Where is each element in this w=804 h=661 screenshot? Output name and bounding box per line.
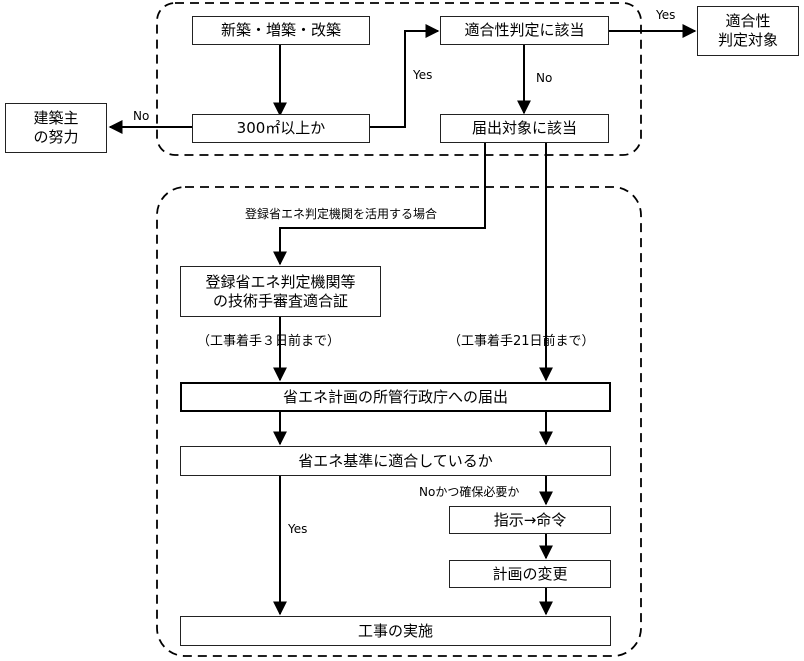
label-yes-standard: Yes	[288, 522, 308, 536]
plan-change-box: 計画の変更	[449, 560, 611, 588]
conformity-target-box: 適合性 判定対象	[697, 6, 799, 56]
conformity-applicable-box: 適合性判定に該当	[440, 16, 609, 45]
certificate-box: 登録省エネ判定機関等 の技術手審査適合証	[180, 266, 381, 317]
instruction-box: 指示→命令	[449, 506, 611, 534]
label-no-conformity: No	[536, 71, 553, 85]
construction-box: 工事の実施	[180, 616, 611, 646]
label-yes-conformity: Yes	[656, 8, 676, 22]
label-no-and-needed: Noかつ確保必要か	[419, 485, 520, 499]
arrow-to-certificate	[273, 143, 486, 266]
label-use-agency: 登録省エネ判定機関を活用する場合	[245, 207, 438, 221]
owner-effort-box: 建築主 の努力	[5, 103, 107, 153]
upper-dashed-group	[156, 2, 642, 156]
area-check-box: 300㎡以上か	[192, 114, 370, 143]
label-yes-area: Yes	[413, 68, 433, 82]
label-deadline-21: （工事着手21日前まで）	[448, 334, 595, 349]
lower-dashed-group	[156, 186, 642, 657]
new-build-box: 新築・増築・改築	[192, 16, 370, 45]
arrow-area-yes	[370, 24, 440, 128]
standard-check-box: 省エネ基準に適合しているか	[180, 446, 611, 476]
label-no-owner: No	[133, 109, 150, 123]
label-deadline-3: （工事着手３日前まで）	[197, 334, 341, 349]
notification-applicable-box: 届出対象に該当	[440, 114, 609, 143]
notification-box: 省エネ計画の所管行政庁への届出	[180, 382, 611, 412]
